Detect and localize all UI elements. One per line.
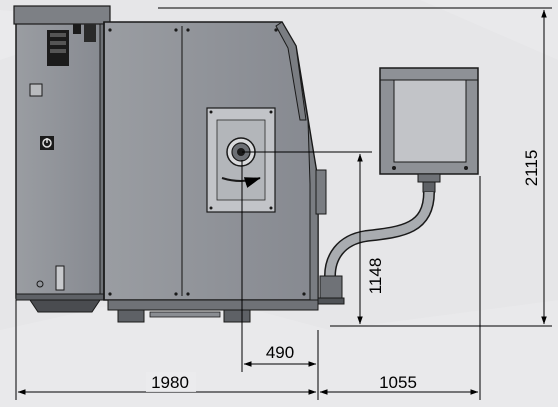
electrical-cabinet <box>13 5 111 313</box>
indicator-square <box>29 83 43 97</box>
dim-label-height-axis: 1148 <box>366 258 385 295</box>
dim-label-height-total: 2115 <box>522 150 541 187</box>
main-switch-icon <box>40 136 54 150</box>
cabinet-handle <box>55 265 65 291</box>
dimension-lines <box>15 7 552 400</box>
machine-feet <box>117 309 251 323</box>
dim-label-unit-extension: 1055 <box>379 373 417 392</box>
vent-grille <box>47 24 96 66</box>
dim-label-axis-offset: 490 <box>266 343 294 362</box>
coolant-hose <box>317 191 435 305</box>
machine-enclosure <box>103 21 327 323</box>
dim-label-overall-width: 1980 <box>151 373 189 392</box>
panel-rivets <box>108 28 306 296</box>
auxiliary-unit <box>379 67 479 193</box>
spindle-window <box>206 107 276 213</box>
cabinet-lock-icon <box>36 280 44 288</box>
